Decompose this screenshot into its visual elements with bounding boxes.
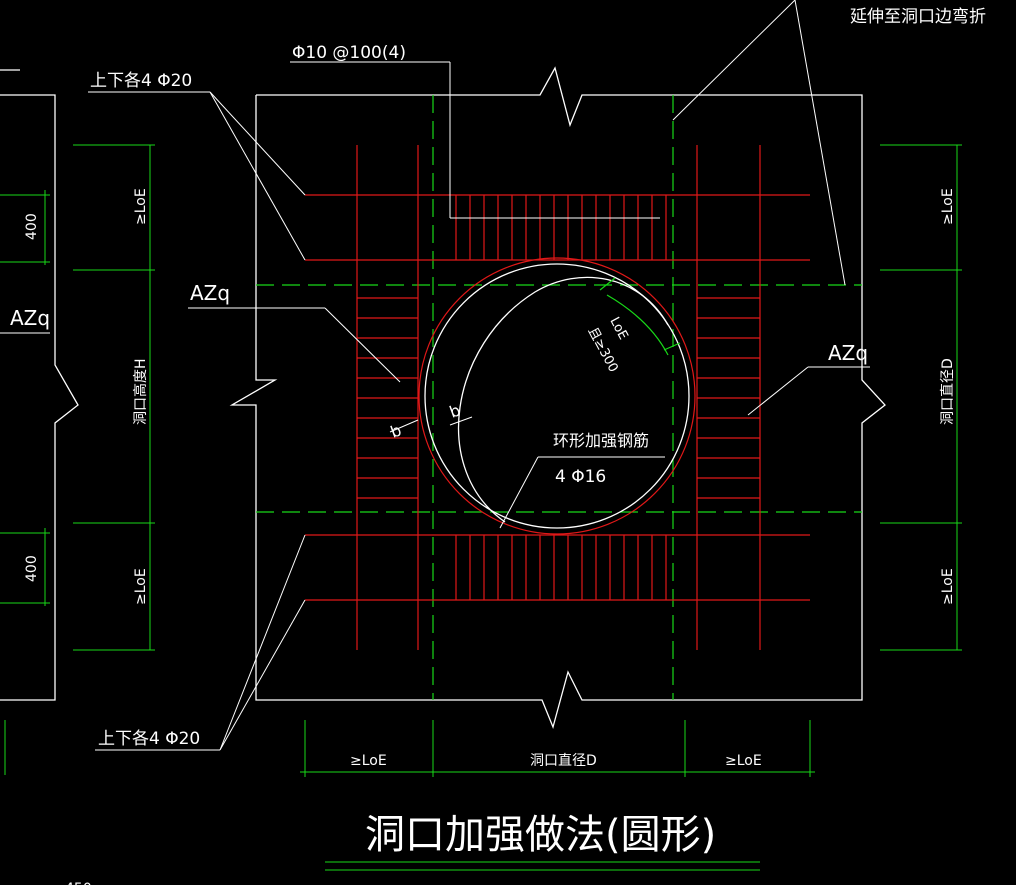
dim-bottom-loe-right: ≥LoE [725, 753, 762, 769]
ring-bar-title: 环形加强钢筋 [553, 431, 649, 450]
azq-right-label: AZq [828, 341, 868, 365]
top-bottom-bars-upper-label: 上下各4 Φ20 [90, 71, 192, 91]
opening-axis-lines [256, 95, 862, 700]
dim-bottom-loe-left: ≥LoE [350, 753, 387, 769]
left-wall-outline [0, 69, 79, 701]
dim-right-loe-top: ≥LoE [940, 188, 956, 225]
left-stirrups [357, 297, 418, 499]
leader-lines [0, 0, 870, 751]
right-stirrups [697, 297, 760, 499]
circular-opening [424, 263, 690, 529]
dim-left-top-400: 400 [24, 213, 40, 240]
bottom-dimension-lines [300, 720, 815, 871]
dim-right-opening-diameter: 洞口直径D [939, 358, 956, 425]
bottom-stirrups [455, 535, 667, 600]
top-stirrups [455, 195, 667, 260]
dim-bottom-opening-diameter: 洞口直径D [530, 752, 597, 769]
left-dimension-lines [0, 144, 155, 775]
annotation-text: 延伸至洞口边弯折 Φ10 @100(4) 上下各4 Φ20 AZq AZq AZ… [10, 7, 986, 749]
anchor-radial-annotation [599, 277, 681, 356]
drawing-title: 洞口加强做法(圆形) [365, 812, 716, 858]
dim-right-loe-bottom: ≥LoE [940, 568, 956, 605]
dimension-text: 400 400 ≥LoE 洞口高度H ≥LoE ≥LoE 洞口直径D ≥LoE … [24, 188, 956, 769]
stirrup-spec-label: Φ10 @100(4) [292, 43, 406, 63]
dim-left-opening-height: 洞口高度H [132, 358, 149, 425]
ring-bar-spec: 4 Φ16 [555, 467, 606, 487]
ring-reinforcement [418, 257, 696, 535]
dim-left-loe-top: ≥LoE [133, 188, 149, 225]
azq-left-inner-label: AZq [190, 281, 230, 305]
right-dimension-lines [880, 144, 962, 651]
top-right-note: 延伸至洞口边弯折 [850, 7, 986, 27]
top-bottom-bars-lower-label: 上下各4 Φ20 [98, 729, 200, 749]
wall-outline [229, 66, 886, 730]
dim-left-loe-bottom: ≥LoE [133, 568, 149, 605]
reinforcement-bars [305, 145, 810, 650]
dim-left-bottom-400: 400 [24, 555, 40, 582]
azq-left-edge-label: AZq [10, 306, 50, 330]
drawing-partial-text: 450 [65, 881, 92, 885]
